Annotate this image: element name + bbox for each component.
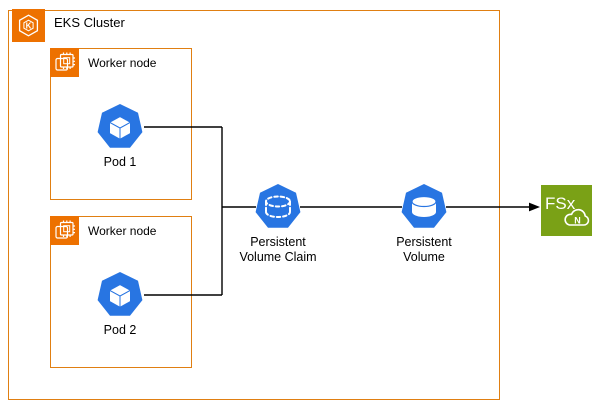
svg-text:K: K bbox=[26, 22, 32, 31]
persistent-volume-claim-icon bbox=[255, 184, 301, 228]
pod-2-label: Pod 2 bbox=[103, 323, 137, 337]
eks-cluster-box bbox=[8, 10, 500, 400]
persistent-volume-icon bbox=[401, 184, 447, 228]
worker-node-2-label: Worker node bbox=[88, 224, 157, 238]
cluster-label: EKS Cluster bbox=[54, 15, 125, 30]
fsx-label: FSx bbox=[545, 194, 576, 213]
kubernetes-pod-1-icon bbox=[97, 104, 143, 148]
worker-node-2-box bbox=[50, 216, 192, 368]
worker-node-chip-icon bbox=[50, 48, 79, 77]
arrow-head bbox=[529, 202, 540, 212]
pvc-label: Persistent Volume Claim bbox=[239, 235, 317, 264]
pv-label: Persistent Volume bbox=[396, 235, 452, 264]
kubernetes-pod-2-icon bbox=[97, 272, 143, 316]
worker-node-chip-icon bbox=[50, 216, 79, 245]
fsx-netapp-badge: N bbox=[574, 216, 581, 226]
worker-node-1-box bbox=[50, 48, 192, 200]
worker-node-1-label: Worker node bbox=[88, 56, 157, 70]
fsx-netapp-ontap-icon: FSx N bbox=[541, 185, 592, 236]
pod-1-label: Pod 1 bbox=[103, 155, 137, 169]
eks-icon: K bbox=[12, 9, 45, 42]
